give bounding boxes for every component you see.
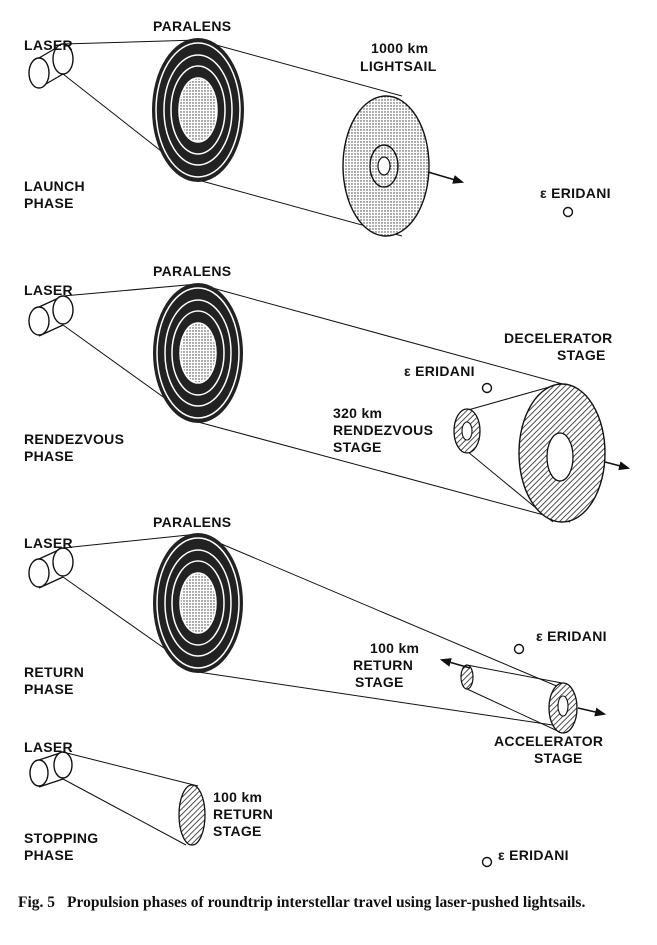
paralens-icon bbox=[152, 38, 244, 182]
lightsail-icon bbox=[342, 95, 430, 237]
lightsail-label-line2: LIGHTSAIL bbox=[360, 58, 437, 74]
lightsail-label-line1: 1000 km bbox=[371, 40, 428, 56]
star-label: ε ERIDANI bbox=[536, 628, 607, 644]
laser-icon bbox=[28, 43, 74, 89]
accelerator-label-line2: STAGE bbox=[534, 750, 583, 766]
paralens-icon bbox=[153, 283, 243, 423]
direction-arrow bbox=[577, 707, 607, 717]
laser-label: LASER bbox=[24, 282, 73, 298]
phase-label-line2: PHASE bbox=[24, 195, 74, 211]
decelerator-stage-icon bbox=[518, 383, 606, 523]
phase-label-line1: STOPPING bbox=[24, 830, 99, 846]
phase-label-line1: RENDEZVOUS bbox=[24, 431, 124, 447]
phase-label-line1: RETURN bbox=[24, 664, 84, 680]
direction-arrow bbox=[427, 171, 465, 184]
return-direction-arrow bbox=[439, 658, 471, 669]
return-stage-icon bbox=[178, 784, 206, 846]
return-phase-panel: LASER PARALENS RETURN PHASE 100 km RETUR… bbox=[24, 514, 607, 766]
star-label: ε ERIDANI bbox=[498, 847, 569, 863]
return-stage-label-line2: RETURN bbox=[213, 806, 273, 822]
paralens-label: PARALENS bbox=[153, 263, 231, 279]
return-stage-label-line1: 100 km bbox=[213, 789, 262, 805]
return-stage-label-line1: 100 km bbox=[370, 640, 419, 656]
phase-label-line2: PHASE bbox=[24, 448, 74, 464]
star-label: ε ERIDANI bbox=[540, 185, 611, 201]
star-icon bbox=[562, 206, 574, 218]
return-stage-icon bbox=[460, 664, 474, 690]
laser-icon bbox=[28, 295, 74, 337]
laser-label: LASER bbox=[24, 37, 73, 53]
rendezvous-stage-label-line3: STAGE bbox=[333, 439, 382, 455]
paralens-label: PARALENS bbox=[153, 18, 231, 34]
rendezvous-stage-label-line2: RENDEZVOUS bbox=[333, 422, 433, 438]
accelerator-stage-icon bbox=[548, 682, 578, 734]
return-stage-label-line3: STAGE bbox=[355, 674, 404, 690]
phase-label-line2: PHASE bbox=[24, 681, 74, 697]
star-icon bbox=[481, 382, 493, 394]
phase-label-line1: LAUNCH bbox=[24, 178, 85, 194]
launch-phase-panel: LASER PARALENS LAUNCH PHASE 1000 km LIGH… bbox=[24, 18, 611, 237]
star-icon bbox=[513, 643, 525, 655]
paralens-label: PARALENS bbox=[153, 514, 231, 530]
paralens-icon bbox=[153, 533, 243, 673]
decelerator-label-line1: DECELERATOR bbox=[504, 330, 613, 346]
direction-arrow bbox=[604, 461, 631, 471]
return-stage-label-line3: STAGE bbox=[213, 823, 262, 839]
star-label: ε ERIDANI bbox=[404, 363, 475, 379]
rendezvous-phase-panel: LASER PARALENS RENDEZVOUS PHASE 320 km R… bbox=[24, 263, 631, 523]
laser-label: LASER bbox=[24, 739, 73, 755]
figure-number: Fig. 5 bbox=[18, 894, 56, 911]
phase-label-line2: PHASE bbox=[24, 847, 74, 863]
rendezvous-stage-icon bbox=[453, 408, 481, 454]
return-stage-label-line2: RETURN bbox=[353, 657, 413, 673]
figure-caption: Fig. 5 Propulsion phases of roundtrip int… bbox=[18, 893, 643, 912]
stopping-phase-panel: LASER STOPPING PHASE 100 km RETURN STAGE… bbox=[24, 739, 569, 868]
laser-icon bbox=[28, 547, 74, 589]
decelerator-label-line2: STAGE bbox=[557, 347, 606, 363]
figure-caption-text: Propulsion phases of roundtrip interstel… bbox=[67, 894, 586, 911]
rendezvous-stage-label-line1: 320 km bbox=[333, 405, 382, 421]
laser-label: LASER bbox=[24, 535, 73, 551]
accelerator-label-line1: ACCELERATOR bbox=[494, 733, 603, 749]
star-icon bbox=[481, 856, 493, 868]
laser-icon bbox=[29, 751, 73, 788]
